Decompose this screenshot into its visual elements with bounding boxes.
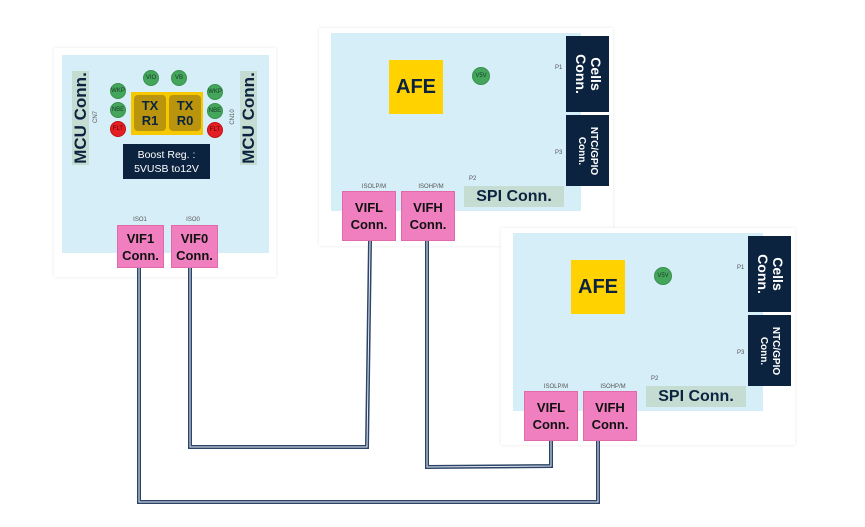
p1-label-1: P1 [555,65,563,71]
vifl-2-line1: VIFL [536,400,566,415]
p3-label-1: P3 [555,150,563,156]
vifh-connector-2: VIFH Conn. [583,391,637,441]
afe-board-2 [513,233,763,411]
transceiver-r0-line1: TX [176,98,194,113]
vifh-1-line2: Conn. [409,217,447,232]
afe-chip-1: AFE [389,60,443,114]
vifh-1-line1: VIFH [413,200,443,215]
nbe-indicator-left: NBE [110,102,126,118]
spi-connector-1: SPI Conn. [464,186,564,207]
isolpm-label-2: ISOLP/M [543,384,569,390]
iso0-label: ISO0 [186,217,200,223]
afe-chip-2: AFE [571,260,625,314]
vifh-connector-1: VIFH Conn. [401,191,455,241]
p3-label-2: P3 [737,350,745,356]
vb-indicator: VB [171,70,187,86]
wire-vif0-to-vifl-1 [188,240,372,449]
boost-line2: 5VUSB to12V [134,162,199,175]
vifh-2-line2: Conn. [591,417,629,432]
wkp-indicator-right: WKP [207,84,223,100]
vif0-line2: Conn. [176,247,213,263]
transceiver-r1-line2: R1 [141,113,159,128]
wkp-indicator-left: WKP [110,83,126,99]
boost-line1: Boost Reg. : [137,148,196,161]
flt-indicator-right: FLT [207,122,223,138]
vifl-1-line2: Conn. [350,217,388,232]
vifl-1-line1: VIFL [354,200,384,215]
p1-label-2: P1 [737,265,745,271]
mcu-connector-left: MCU Conn. [71,71,90,165]
vifl-2-line2: Conn. [532,417,570,432]
vifl-connector-1: VIFL Conn. [342,191,396,241]
wire-vif1-to-vifh-2 [137,268,600,504]
wire-vifh-1-to-vifl-2 [425,241,553,470]
transceiver-r1-line1: TX [141,98,159,113]
mcu-connector-right: MCU Conn. [239,71,258,165]
v5v-indicator-1: V5V [472,67,490,85]
vif0-line1: VIF0 [180,230,209,246]
vif1-line2: Conn. [122,247,159,263]
vif1-line1: VIF1 [126,230,155,246]
isohpm-label-2: ISOHP/M [600,384,626,390]
spi-connector-2: SPI Conn. [646,386,746,407]
p2-label-2: P2 [651,376,659,382]
vio-indicator: VIO [143,70,159,86]
vifl-connector-2: VIFL Conn. [524,391,578,441]
isolpm-label-1: ISOLP/M [361,184,387,190]
boost-regulator: Boost Reg. :5VUSB to12V [123,144,210,179]
isohpm-label-1: ISOHP/M [418,184,444,190]
v5v-indicator-2: V5V [654,267,672,285]
nbe-indicator-right: NBE [207,103,223,119]
vifh-2-line1: VIFH [595,400,625,415]
flt-indicator-left: FLT [110,121,126,137]
iso1-label: ISO1 [133,217,147,223]
afe-board-1 [331,33,581,211]
p2-label-1: P2 [469,176,477,182]
transceiver-r0-line2: R0 [176,113,194,128]
